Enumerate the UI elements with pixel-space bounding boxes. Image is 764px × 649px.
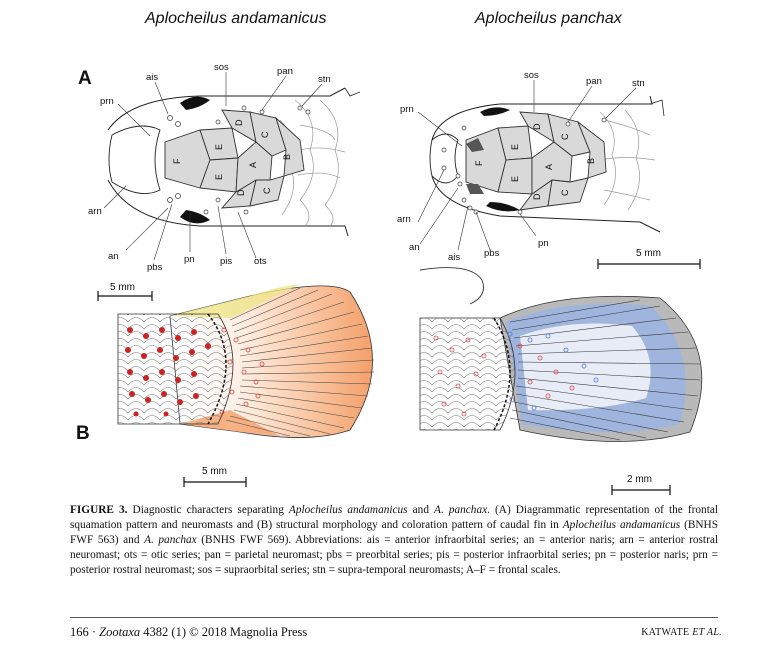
- caption-species: Aplocheilus andamanicus: [562, 519, 681, 531]
- running-head-author: KATWATE: [641, 627, 690, 638]
- scale-label-left-bottom: 5 mm: [202, 466, 227, 477]
- right-head-diagram: F E E D D A C C B sos: [397, 70, 665, 263]
- label-prn: prn: [400, 104, 414, 115]
- caption-species: A. panchax: [434, 504, 488, 516]
- running-head: KATWATE ET AL.: [641, 627, 722, 638]
- label-stn: stn: [632, 78, 645, 89]
- svg-text:B: B: [586, 158, 596, 164]
- scale-label-right-bottom: 2 mm: [627, 474, 652, 485]
- panel-label-b: B: [76, 423, 90, 444]
- caption-text: (BNHS FWF 569). Abbreviations: ais = ant…: [70, 534, 718, 576]
- label-arn: arn: [88, 206, 102, 217]
- caption-species: Aplocheilus andamanicus: [288, 504, 408, 516]
- scale-bars-top: [97, 259, 701, 301]
- label-ots: ots: [254, 256, 267, 267]
- label-pn: pn: [538, 238, 549, 249]
- scale-bars-bottom: [183, 477, 671, 495]
- svg-text:D: D: [532, 123, 542, 130]
- caption-text: . (A) Diagrammatic representation of the…: [70, 504, 718, 531]
- svg-text:F: F: [172, 158, 182, 164]
- label-stn: stn: [318, 74, 331, 85]
- caption-species: A. panchax: [144, 534, 197, 546]
- footer-separator: ·: [88, 625, 100, 639]
- scale-label-right-top: 5 mm: [636, 248, 661, 259]
- label-prn: prn: [100, 96, 114, 107]
- label-pn: pn: [184, 254, 195, 265]
- label-an: an: [409, 242, 420, 253]
- species-title-left: Aplocheilus andamanicus: [145, 10, 327, 27]
- label-pis: pis: [220, 256, 232, 267]
- svg-text:D: D: [234, 119, 244, 126]
- journal-name: Zootaxa: [99, 625, 141, 639]
- svg-text:D: D: [532, 193, 542, 200]
- svg-text:E: E: [214, 144, 224, 150]
- left-head-diagram: F E E D D A C C B: [88, 62, 361, 273]
- svg-text:C: C: [560, 189, 570, 196]
- caption-text: Diagnostic characters separating: [127, 504, 289, 516]
- label-arn: arn: [397, 214, 411, 225]
- left-caudal-fin: [117, 284, 375, 438]
- svg-text:D: D: [236, 189, 246, 196]
- svg-text:A: A: [544, 164, 554, 170]
- panel-label-a: A: [78, 68, 92, 89]
- svg-text:A: A: [248, 162, 258, 168]
- page-number: 166: [70, 625, 89, 639]
- caption-label: FIGURE 3.: [70, 504, 128, 516]
- label-pan: pan: [586, 76, 602, 87]
- label-ais: ais: [146, 72, 158, 83]
- label-sos: sos: [524, 70, 539, 81]
- svg-text:C: C: [560, 133, 570, 140]
- svg-text:E: E: [214, 174, 224, 180]
- svg-text:E: E: [510, 176, 520, 182]
- journal-volume: 4382 (1) © 2018 Magnolia Press: [140, 625, 308, 639]
- label-an: an: [108, 251, 119, 262]
- right-caudal-fin: [419, 267, 703, 442]
- label-pan: pan: [277, 66, 293, 77]
- svg-text:F: F: [474, 160, 484, 166]
- figure-illustration: F E E D D A C C B: [88, 62, 703, 495]
- svg-text:B: B: [282, 154, 292, 160]
- caption-text: and: [407, 504, 435, 516]
- footer-citation: 166 · Zootaxa 4382 (1) © 2018 Magnolia P…: [70, 625, 307, 640]
- caption-text: (BNHS FWF 563) and: [70, 519, 718, 546]
- species-title-right: Aplocheilus panchax: [475, 10, 622, 27]
- footer-rule: [70, 617, 718, 618]
- scale-label-left-top: 5 mm: [110, 282, 135, 293]
- svg-text:C: C: [260, 131, 270, 138]
- svg-text:C: C: [262, 187, 272, 194]
- svg-text:E: E: [510, 144, 520, 150]
- label-pbs: pbs: [147, 262, 163, 273]
- running-head-etal: ET AL.: [689, 627, 722, 638]
- label-sos: sos: [214, 62, 229, 73]
- label-pbs: pbs: [484, 248, 500, 259]
- figure-caption: FIGURE 3. Diagnostic characters separati…: [70, 503, 718, 578]
- label-ais: ais: [448, 252, 460, 263]
